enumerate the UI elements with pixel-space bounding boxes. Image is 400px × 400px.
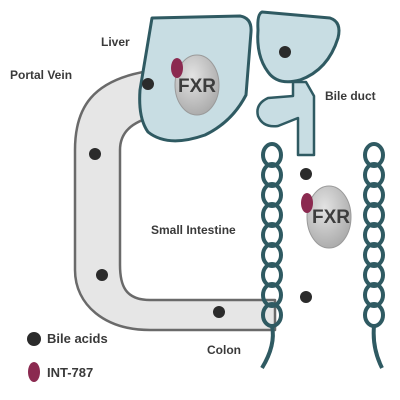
label-small-intestine: Small Intestine (151, 223, 236, 237)
portal-vein (73, 68, 277, 332)
label-liver: Liver (101, 35, 130, 49)
bile-acid-dot (142, 78, 154, 90)
legend-bile-acids-label: Bile acids (47, 331, 108, 346)
bile-acid-dot (300, 291, 312, 303)
bile-acid-dot (279, 46, 291, 58)
bile-acid-dot (96, 269, 108, 281)
bile-acid-dot (213, 306, 225, 318)
label-portal-vein: Portal Vein (10, 68, 72, 82)
fxr-label-liver: FXR (178, 76, 216, 97)
bile-acid-dot (89, 148, 101, 160)
fxr-receptor-liver (174, 54, 220, 116)
bile-acid-dot (300, 168, 312, 180)
fxr-label-intestine: FXR (312, 207, 350, 228)
int-787-molecule-intestine (301, 193, 313, 213)
label-colon: Colon (207, 343, 241, 357)
small-intestine-organ (260, 142, 283, 370)
int-787-molecule-liver (171, 58, 183, 78)
gallbladder-organ (256, 10, 341, 84)
legend-int-787-label: INT-787 (47, 365, 93, 380)
legend-int-787-marker (28, 362, 40, 382)
label-bile-duct: Bile duct (325, 89, 376, 103)
legend-bile-acids-marker (27, 332, 41, 346)
colon-organ (363, 142, 385, 369)
bile-duct-organ (256, 80, 316, 157)
legend: Bile acids INT-787 (27, 331, 108, 382)
fxr-receptor-intestine (306, 185, 352, 249)
